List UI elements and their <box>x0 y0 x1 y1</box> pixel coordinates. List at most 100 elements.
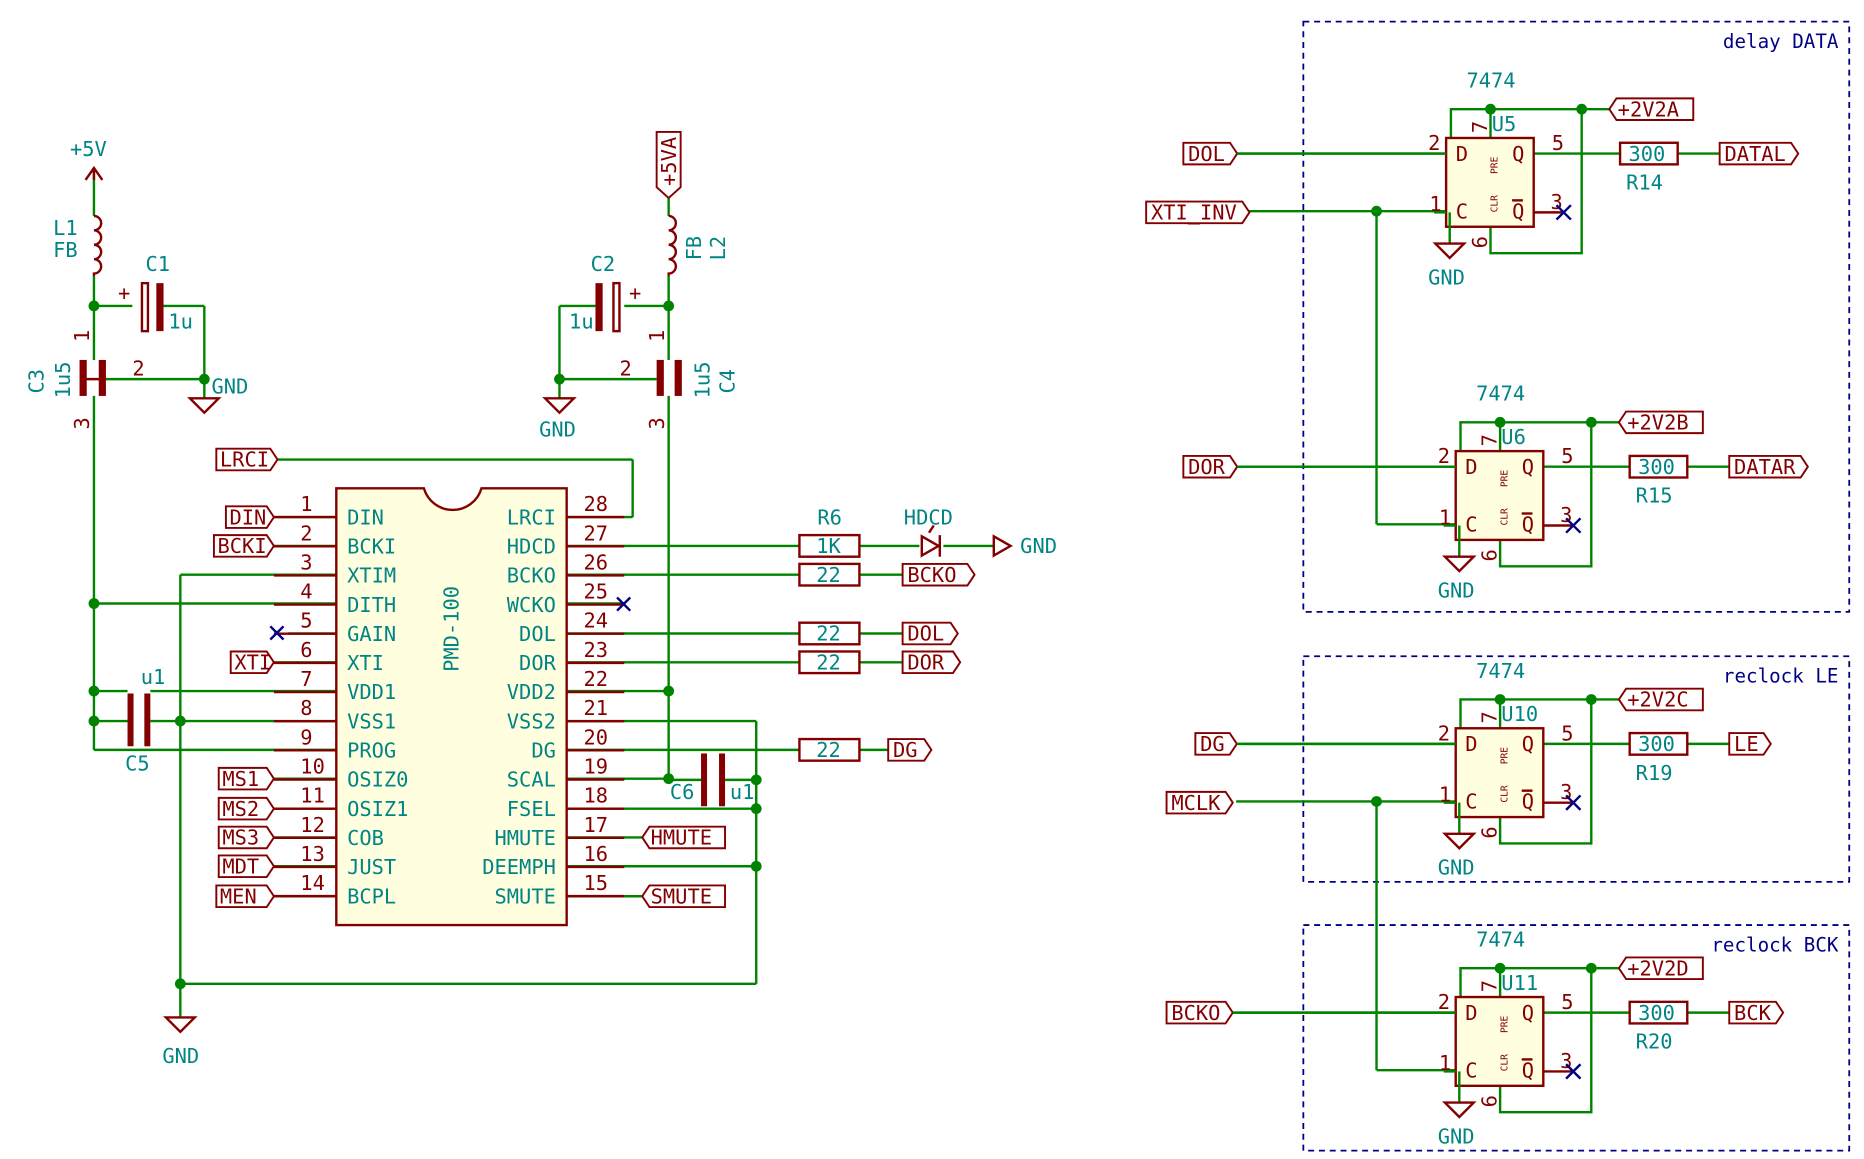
svg-text:GND: GND <box>162 1044 199 1068</box>
ff-gnd-label: GND <box>1438 856 1475 880</box>
ff-gnd-label: GND <box>1428 265 1465 289</box>
clock-wires <box>1236 205 1456 1072</box>
ff-pnum: 6 <box>1468 236 1492 248</box>
ff-pnum: 5 <box>1561 721 1573 745</box>
svg-text:+: + <box>118 281 130 305</box>
pmd-pin-num-6: 6 <box>300 638 312 662</box>
label-din: DIN <box>230 505 267 529</box>
resistor-bcko: 22 <box>798 562 861 587</box>
capacitor-c1: + C1 1u <box>118 252 193 334</box>
ff-pnum: 2 <box>1438 444 1450 468</box>
ff-pin-pre: PRE <box>1499 470 1510 488</box>
c4-value: 1u5 <box>690 362 714 399</box>
ff-gnd-label: GND <box>1438 1124 1475 1148</box>
ic-pmd100-pins: 1DIN2BCKI3XTIM4DITH5GAIN6XTI7VDD18VSS19P… <box>273 492 625 908</box>
ff-power-label: +2V2A <box>1618 97 1679 121</box>
r6-ref: R6 <box>817 505 842 529</box>
pmd-pin-name-18: FSEL <box>507 797 556 821</box>
no-connect-icon <box>1565 1063 1582 1080</box>
svg-text:GND: GND <box>212 375 249 399</box>
ff-pnum: 2 <box>1438 721 1450 745</box>
gnd-icon <box>1442 555 1477 573</box>
ff-loop-wire <box>1449 107 1583 255</box>
svg-text:3: 3 <box>645 417 669 429</box>
ff-out-label: DATAR <box>1734 455 1796 479</box>
ff-resistor <box>1618 141 1679 166</box>
pmd-pin-name-15: SMUTE <box>495 884 556 908</box>
ff-out-label: DATAL <box>1724 142 1785 166</box>
ff-out-label-shape <box>1718 141 1800 166</box>
ff-pin-d: D <box>1465 1001 1477 1025</box>
section-boxes <box>1302 20 1851 1152</box>
pmd-pin-name-12: COB <box>347 826 384 850</box>
no-connect-icon <box>1565 794 1582 811</box>
ff-junction <box>1585 416 1597 428</box>
ff-power-label: +2V2B <box>1627 411 1688 435</box>
ff-in-label-shape <box>1165 1000 1234 1025</box>
ff-pnum: 5 <box>1561 990 1573 1014</box>
pmd-pin-name-20: DG <box>531 739 556 763</box>
ff-pnum: 6 <box>1478 1095 1502 1107</box>
pmd-pin-num-3: 3 <box>300 550 312 574</box>
c1-value: 1u <box>168 310 193 334</box>
ic-pmd100-name: PMD-100 <box>440 586 464 672</box>
resistor-dg: 22 <box>798 737 861 762</box>
labels-left: LRCI DIN BCKI XTI MS1 MS2 MS3 MDT MEN HM… <box>212 448 976 908</box>
pmd-pin-num-4: 4 <box>300 580 312 604</box>
ff-ref: U5 <box>1492 112 1517 136</box>
pmd-pin-name-17: HMUTE <box>495 826 556 850</box>
c3-value: 1u5 <box>51 362 75 399</box>
label-hmute: HMUTE <box>651 826 712 850</box>
ff-ic-name: 7474 <box>1476 382 1525 406</box>
ff-res-ref: R14 <box>1626 171 1663 195</box>
c5-ref: C5 <box>125 751 150 775</box>
ff-out-label-shape <box>1728 454 1810 479</box>
ff-power-label: +2V2C <box>1627 688 1688 712</box>
inductor-l2: FB L2 <box>667 214 730 276</box>
pmd-pin-name-6: XTI <box>347 651 384 675</box>
no-connect-icon <box>1565 517 1582 534</box>
pmd-pin-name-14: BCPL <box>347 884 396 908</box>
flipflop-u11: 7474U11DCQQPRECLR215376GND300R20+2V2DBCK… <box>1165 928 1785 1148</box>
pmd-pin-num-23: 23 <box>583 638 608 662</box>
pmd-pin-name-5: GAIN <box>347 622 396 646</box>
ff-power-label: +2V2D <box>1627 956 1688 980</box>
ff-in-label-shape <box>1182 454 1239 479</box>
pmd-pin-name-13: JUST <box>347 855 396 879</box>
ff-res-value: 300 <box>1638 732 1675 756</box>
section-titles: delay DATA reclock LE reclock BCK <box>1711 30 1839 956</box>
pmd-pin-name-9: PROG <box>347 739 396 763</box>
flipflop-u6: 7474U6DCQQPRECLR215376GND300R15+2V2BDATA… <box>1182 382 1810 602</box>
ff-res-ref: R20 <box>1636 1030 1673 1054</box>
ff-res-ref: R15 <box>1636 484 1673 508</box>
label-dor: DOR <box>907 650 945 674</box>
pmd-pin-num-12: 12 <box>300 813 325 837</box>
ff-in-label: DOR <box>1188 455 1226 479</box>
ff-clk-label-shape <box>1145 200 1251 225</box>
resistor-dor: 22 <box>798 650 861 674</box>
gnd-icon <box>1442 1101 1477 1119</box>
ff-pin-clr: CLR <box>1490 195 1501 213</box>
pmd-pin-name-7: VDD1 <box>347 680 396 704</box>
label-ms2: MS2 <box>222 797 259 821</box>
c3-ref: C3 <box>25 369 49 394</box>
resistor-dol: 22 <box>798 621 861 646</box>
ff-pnum: 6 <box>1478 549 1502 561</box>
ff-pnum: 2 <box>1428 131 1440 155</box>
ff-clk-label-shape <box>1165 790 1234 815</box>
ff-pnum: 1 <box>1439 782 1451 806</box>
ff-pin-clr: CLR <box>1499 785 1510 803</box>
capacitor-c6: C6 u1 <box>670 753 754 807</box>
ff-junction <box>1494 962 1506 974</box>
capacitor-c4: 1 2 3 1u5 C4 <box>619 330 739 430</box>
ff-pnum: 5 <box>1552 131 1564 155</box>
ff-out-label: LE <box>1734 732 1759 756</box>
pmd-pin-name-22: VDD2 <box>507 680 556 704</box>
label-lrci: LRCI <box>220 448 269 472</box>
svg-text:2: 2 <box>132 357 144 381</box>
title-reclock-le: reclock LE <box>1723 665 1839 688</box>
ff-pin-pre: PRE <box>1499 747 1510 765</box>
l1-ref: L1 <box>53 216 78 240</box>
ff-pin-c: C <box>1465 513 1477 537</box>
pmd-pin-num-17: 17 <box>583 813 608 837</box>
